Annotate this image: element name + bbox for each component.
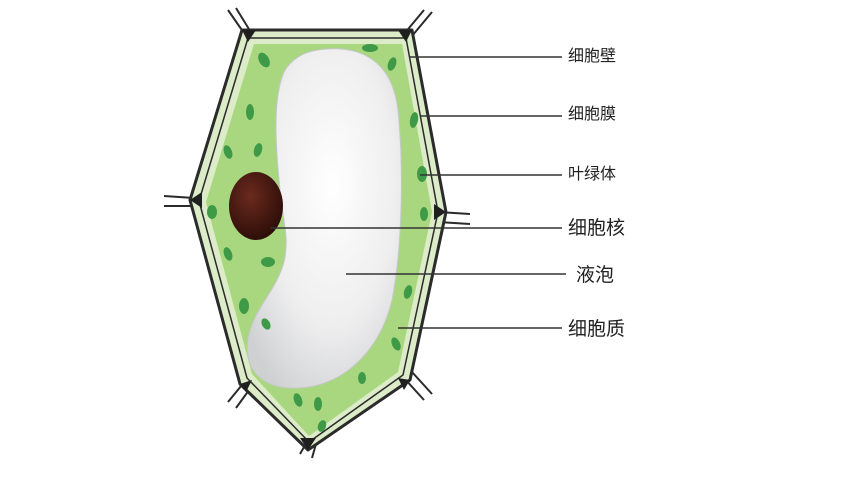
label-cell-wall: 细胞壁 <box>568 46 617 65</box>
label-cytoplasm: 细胞质 <box>568 318 626 340</box>
nucleus <box>229 172 283 240</box>
vacuole <box>246 48 402 389</box>
cell-wall-inner-line <box>198 37 439 443</box>
label-nucleus: 细胞核 <box>568 217 626 239</box>
label-cell-membrane: 细胞膜 <box>568 104 617 123</box>
label-vacuole: 液泡 <box>576 264 615 286</box>
chloroplasts <box>207 44 428 432</box>
label-chloroplast: 叶绿体 <box>568 164 617 183</box>
leader-lines <box>270 56 566 329</box>
wall-corners <box>190 30 446 450</box>
